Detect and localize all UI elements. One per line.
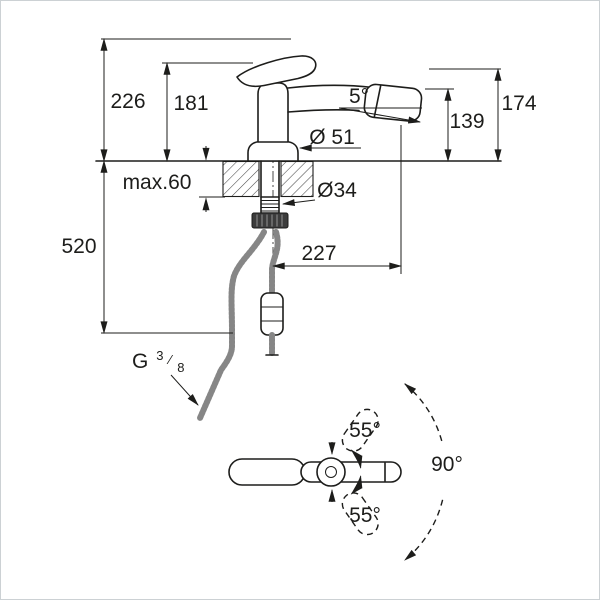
thread-callout-g38: G 3 ⁄ 8 (132, 342, 199, 406)
swivel-arc-90-upper (404, 383, 444, 445)
swivel-arc-lower-55 (350, 475, 363, 495)
label-hose-drop: 520 (61, 235, 96, 258)
swivel-arc-90-lower (404, 499, 444, 561)
swivel-position-lower (341, 492, 379, 536)
thread-slash: ⁄ (166, 352, 173, 367)
label-base-diameter: Ø 51 (309, 126, 355, 149)
swivel-arc-upper-55 (350, 449, 363, 469)
label-max-thickness: max.60 (123, 171, 192, 194)
topview-body (228, 457, 402, 487)
faucet-body (257, 82, 289, 143)
counter-hatch-left (222, 160, 260, 198)
faucet-spout-top (287, 84, 374, 89)
thread-prefix: G (132, 350, 148, 373)
label-swivel-upper: 55° (349, 419, 381, 442)
dim-body-height-181: 181 (162, 61, 253, 163)
label-spout-reach: 227 (301, 242, 336, 265)
side-view (95, 55, 502, 421)
label-total-height: 226 (110, 90, 145, 113)
dim-base-diameter-51: Ø 51 (298, 126, 361, 152)
mounting-shank (260, 160, 280, 214)
topview-spout (300, 461, 402, 483)
label-swivel-total: 90° (431, 453, 463, 476)
thread-denominator: 8 (177, 360, 184, 375)
supply-hose (197, 229, 267, 421)
swivel-position-upper (341, 408, 379, 452)
faucet-handle (236, 55, 317, 88)
pullout-hose (260, 229, 284, 356)
dim-spout-reach-227: 227 (271, 125, 403, 274)
thread-numerator: 3 (156, 348, 163, 363)
label-hole-diameter: Ø34 (317, 179, 357, 202)
mounting-nut (251, 212, 289, 229)
dim-head-top-height-174: 174 (429, 67, 537, 163)
hose-weight (260, 292, 284, 336)
dim-hose-drop-520: 520 (61, 159, 233, 335)
topview-pivot (316, 457, 346, 487)
top-view: 55° 55° 90° (228, 383, 463, 561)
dim-outlet-height-139: 139 (425, 87, 485, 163)
label-body-height: 181 (173, 92, 208, 115)
label-head-top-height: 174 (501, 92, 536, 115)
faucet-spray-head (363, 83, 423, 122)
label-swivel-lower: 55° (349, 504, 381, 527)
counter-hatch-right (280, 160, 314, 198)
label-thread-size: G 3 ⁄ 8 (132, 342, 185, 375)
faucet-base (247, 140, 299, 162)
dim-spout-angle-5: 5° (338, 85, 422, 124)
dim-max-thickness-60: max.60 (123, 146, 225, 212)
dim-hole-diameter-34: Ø34 (281, 179, 357, 207)
label-outlet-height: 139 (449, 110, 484, 133)
label-spout-angle: 5° (349, 85, 369, 108)
topview-handle (228, 458, 306, 486)
dim-total-height-226: 226 (100, 37, 291, 163)
